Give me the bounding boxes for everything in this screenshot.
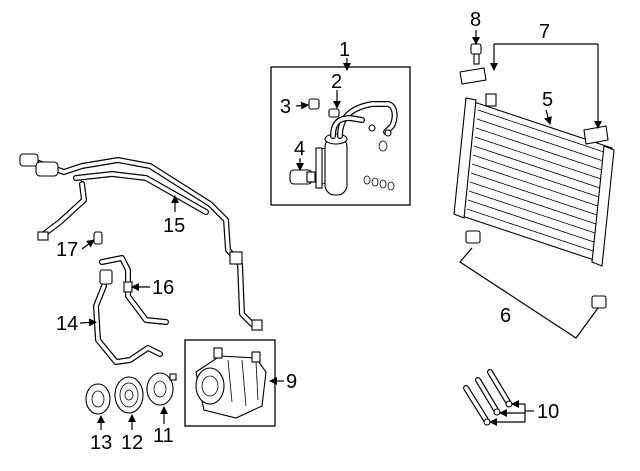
bolt-8 — [470, 43, 482, 65]
callout-1: 1 — [339, 39, 350, 61]
isolator-6a — [465, 230, 481, 244]
callout-14: 14 — [56, 313, 78, 335]
callout-4: 4 — [294, 138, 305, 160]
pulley-12 — [114, 376, 144, 414]
studs-10 — [463, 369, 513, 426]
callout-11: 11 — [153, 425, 174, 447]
callout-6: 6 — [500, 305, 511, 327]
isolator-6b — [591, 295, 607, 309]
receiver-drier — [315, 101, 398, 196]
callout-10: 10 — [537, 401, 559, 423]
o-rings — [363, 140, 395, 191]
condenser — [453, 93, 615, 267]
clutch-plate-13 — [85, 383, 111, 415]
callout-15: 15 — [163, 215, 185, 237]
valve-2 — [328, 108, 340, 118]
coil-11 — [146, 372, 177, 406]
callout-17: 17 — [56, 239, 78, 261]
callout-12: 12 — [121, 432, 143, 454]
compressor — [195, 347, 267, 419]
bracket-7a — [459, 67, 487, 85]
callout-2: 2 — [331, 71, 342, 93]
valve-cap-3 — [308, 98, 320, 110]
pressure-switch-4 — [289, 169, 316, 185]
callout-13: 13 — [90, 432, 112, 454]
callout-16: 16 — [152, 277, 174, 299]
callout-8: 8 — [470, 9, 481, 31]
drier-kit-box — [270, 66, 411, 206]
discharge-hose-14 — [93, 231, 169, 365]
callout-5: 5 — [542, 89, 553, 111]
callout-3: 3 — [280, 96, 291, 118]
bracket-7b — [583, 125, 609, 145]
callout-7: 7 — [539, 21, 550, 43]
callout-9: 9 — [286, 371, 297, 393]
